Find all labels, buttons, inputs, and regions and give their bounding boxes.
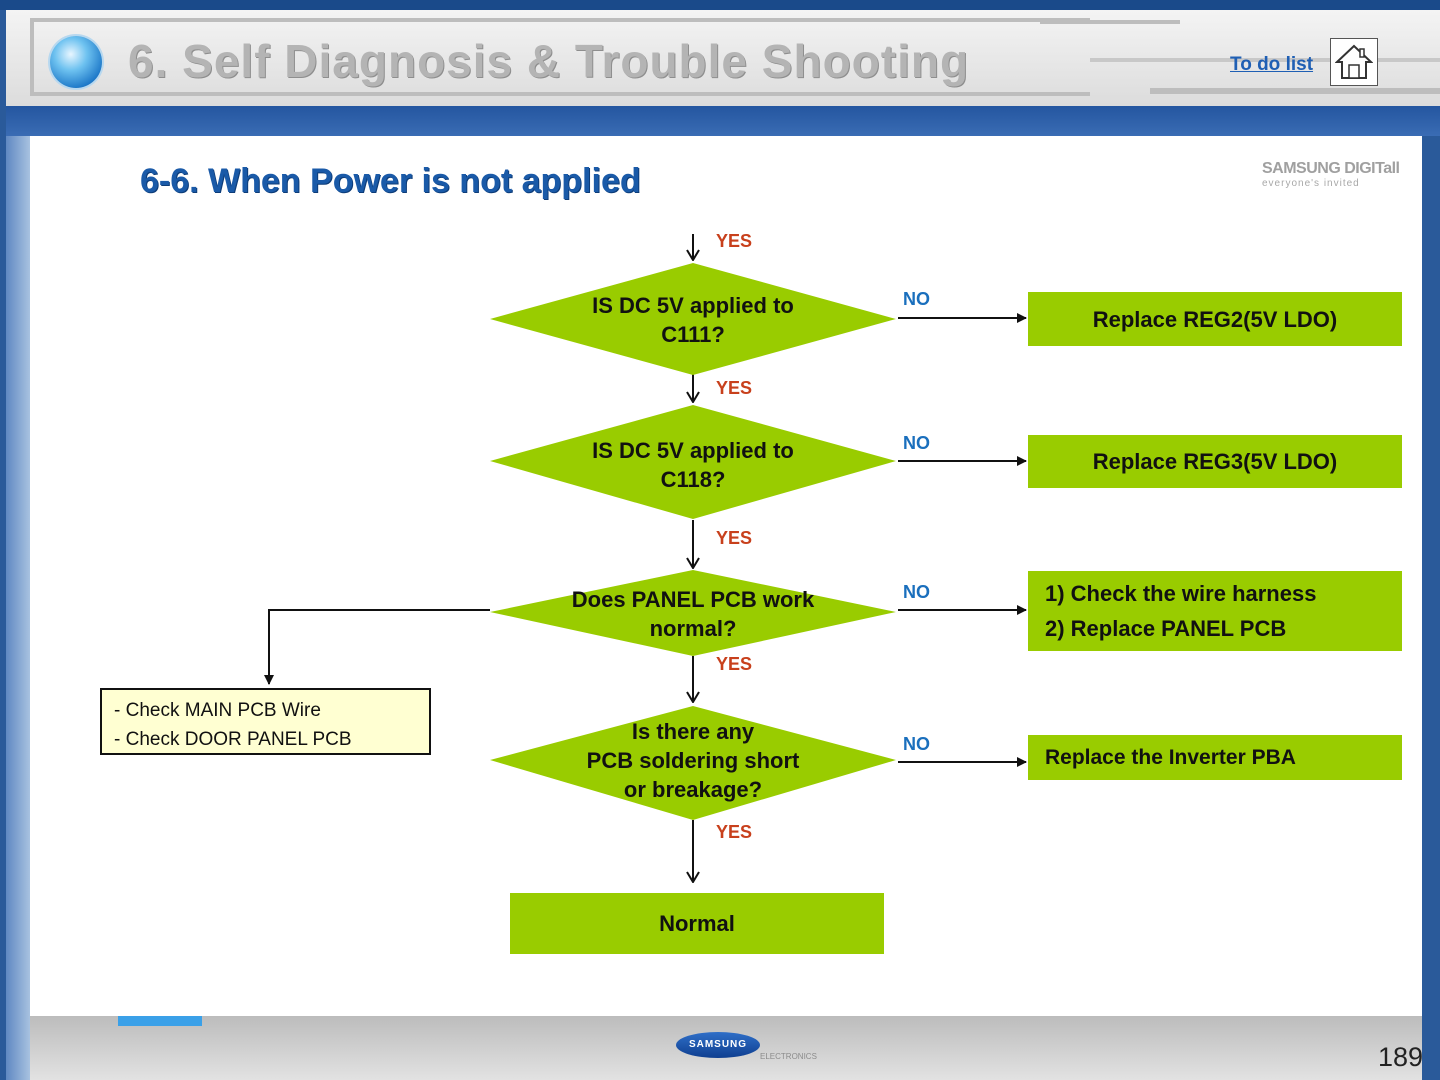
decision-text-2: IS DC 5V applied to C118? [592,438,794,492]
footer-accent [118,1016,202,1026]
yes-label-4: YES [716,822,753,842]
globe-icon [50,36,102,88]
logo-line2: everyone's invited [1262,178,1360,189]
decision-diamond-2 [490,405,896,519]
side-note-line-1: - Check MAIN PCB Wire [114,700,321,721]
entry-yes-label: YES [716,231,753,251]
decision-text-4: Is there any PCB soldering short or brea… [586,718,800,802]
samsung-logo: SAMSUNG [676,1032,760,1058]
no-label-3: NO [903,582,930,602]
yes-label-1: YES [716,378,753,398]
header-frame [30,18,1090,96]
decision-diamond-1 [490,263,896,375]
decision-text-3: Does PANEL PCB work normal? [571,587,815,641]
home-icon [1335,44,1373,79]
yes-label-2: YES [716,528,753,548]
decision-diamond-3 [490,570,896,656]
no-label-1: NO [903,289,930,309]
action-text-1: Replace REG2(5V LDO) [1092,306,1338,332]
end-box [510,893,884,954]
page-title: 6-6. When Power is not applied [140,162,641,200]
end-text: Normal [659,911,735,936]
home-button[interactable] [1330,38,1378,86]
todo-list-link[interactable]: To do list [1230,54,1314,75]
decision-diamond-4 [490,706,896,820]
yes-label-3: YES [716,654,753,674]
action-text-4: Replace the Inverter PBA [1045,746,1296,769]
action-box-3 [1028,571,1402,651]
action-box-4 [1028,735,1402,780]
header-rule-lower [1150,88,1440,94]
header-rule [1090,58,1440,62]
no-label-4: NO [903,734,930,754]
action-box-2 [1028,435,1402,488]
blue-band [6,106,1440,136]
samsung-digitall-logo: SAMSUNG DIGITall everyone's invited [1262,160,1412,194]
no-label-2: NO [903,433,930,453]
top-bar [0,0,1440,10]
side-note-line-2: - Check DOOR PANEL PCB [114,729,352,750]
decision-text-1: IS DC 5V applied to C111? [592,293,794,347]
side-note-box: - Check MAIN PCB Wire - Check DOOR PANEL… [100,688,431,755]
action-text-3: 1) Check the wire harness 2) Replace PAN… [1045,581,1317,641]
header-slant [1040,20,1180,100]
left-branch-line [264,609,490,685]
page-number: 189 [1378,1042,1424,1072]
header-title: 6. Self Diagnosis & Trouble Shooting [128,35,970,87]
logo-line1: SAMSUNG DIGITall [1262,160,1400,177]
action-box-1 [1028,292,1402,346]
content-edge [6,136,30,1080]
action-text-2: Replace REG3(5V LDO) [1092,449,1338,474]
samsung-logo-sub: ELECTRONICS [760,1052,817,1061]
